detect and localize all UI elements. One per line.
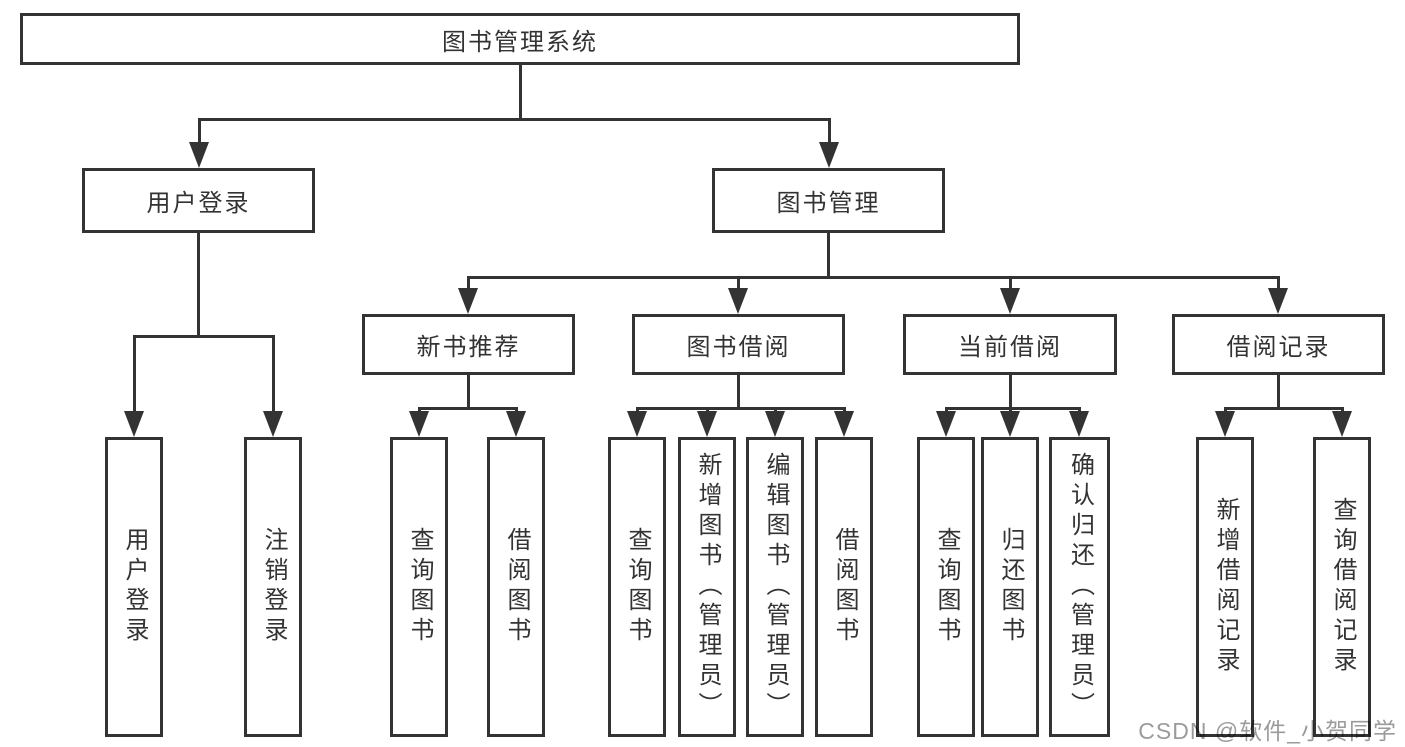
leaf-bb-edit-book: 编辑图书（管理员） bbox=[746, 437, 804, 737]
arrowhead-br-add bbox=[1215, 411, 1235, 437]
arrowhead-cb-return bbox=[1000, 411, 1020, 437]
arrowhead-cb-query bbox=[936, 411, 956, 437]
arrowhead-book-borrow bbox=[728, 288, 748, 314]
connector-user-login-stub bbox=[197, 231, 200, 338]
arrowhead-borrow-records bbox=[1268, 288, 1288, 314]
connector-drop-book-management bbox=[828, 118, 831, 144]
leaf-br-add-record: 新增借阅记录 bbox=[1196, 437, 1254, 737]
arrowhead-bb-edit bbox=[765, 411, 785, 437]
connector-root-stub bbox=[519, 63, 522, 121]
node-current-borrow-label: 当前借阅 bbox=[958, 334, 1062, 361]
leaf-logout-label: 注销登录 bbox=[260, 527, 287, 647]
connector-borrow-records-stub bbox=[1277, 372, 1280, 409]
arrowhead-br-query bbox=[1332, 411, 1352, 437]
connector-new-book-recommend-stub bbox=[467, 372, 470, 409]
connector-drop-current-borrow bbox=[1009, 276, 1012, 290]
node-book-management-label: 图书管理 bbox=[776, 190, 881, 217]
leaf-nr-borrow-book: 借阅图书 bbox=[487, 437, 545, 737]
connector-current-borrow-stub bbox=[1009, 372, 1012, 409]
connector-drop-user-login bbox=[198, 118, 201, 144]
arrowhead-cb-confirm bbox=[1069, 411, 1089, 437]
leaf-bb-query-book-label: 查询图书 bbox=[624, 527, 651, 647]
leaf-cb-query-book: 查询图书 bbox=[917, 437, 975, 737]
leaf-bb-edit-book-label: 编辑图书（管理员） bbox=[762, 452, 789, 722]
arrowhead-current-borrow bbox=[1000, 288, 1020, 314]
leaf-nr-query-book: 查询图书 bbox=[390, 437, 448, 737]
arrowhead-nr-borrow bbox=[506, 411, 526, 437]
leaf-bb-query-book: 查询图书 bbox=[608, 437, 666, 737]
connector-drop-leaf-login bbox=[133, 335, 136, 413]
arrowhead-user-login bbox=[189, 142, 209, 168]
node-new-book-recommend-label: 新书推荐 bbox=[416, 334, 521, 361]
connector-drop-borrow-records bbox=[1277, 276, 1280, 290]
leaf-br-query-record-label: 查询借阅记录 bbox=[1329, 497, 1356, 677]
node-root: 图书管理系统 bbox=[20, 13, 1020, 65]
leaf-bb-borrow-book: 借阅图书 bbox=[815, 437, 873, 737]
leaf-logout: 注销登录 bbox=[244, 437, 302, 737]
leaf-nr-borrow-book-label: 借阅图书 bbox=[503, 527, 530, 647]
leaf-br-query-record: 查询借阅记录 bbox=[1313, 437, 1371, 737]
arrowhead-bb-add bbox=[697, 411, 717, 437]
node-borrow-records: 借阅记录 bbox=[1172, 314, 1385, 375]
node-book-borrow-label: 图书借阅 bbox=[686, 334, 791, 361]
arrowhead-bb-query bbox=[627, 411, 647, 437]
connector-drop-book-borrow bbox=[737, 276, 740, 290]
arrowhead-bb-borrow bbox=[834, 411, 854, 437]
leaf-cb-return-book: 归还图书 bbox=[981, 437, 1039, 737]
leaf-bb-add-book-label: 新增图书（管理员） bbox=[694, 452, 721, 722]
leaf-user-login-label: 用户登录 bbox=[121, 527, 148, 647]
connector-book-management-stub bbox=[827, 231, 830, 278]
connector-user-login-bus bbox=[133, 335, 275, 338]
arrowhead-book-management bbox=[819, 142, 839, 168]
leaf-user-login: 用户登录 bbox=[105, 437, 163, 737]
leaf-br-add-record-label: 新增借阅记录 bbox=[1212, 497, 1239, 677]
connector-drop-leaf-logout bbox=[272, 335, 275, 413]
connector-drop-new-book-recommend bbox=[467, 276, 470, 290]
connector-nr-bus bbox=[418, 407, 518, 410]
connector-level2-bus bbox=[198, 118, 831, 121]
connector-bb-bus bbox=[636, 407, 846, 410]
node-book-management: 图书管理 bbox=[712, 168, 945, 233]
node-user-login: 用户登录 bbox=[82, 168, 315, 233]
csdn-watermark: CSDN @软件_小贺同学 bbox=[1138, 718, 1397, 744]
leaf-cb-confirm-return: 确认归还（管理员） bbox=[1049, 437, 1110, 737]
arrowhead-new-book-recommend bbox=[458, 288, 478, 314]
node-current-borrow: 当前借阅 bbox=[903, 314, 1117, 375]
leaf-bb-add-book: 新增图书（管理员） bbox=[678, 437, 736, 737]
leaf-nr-query-book-label: 查询图书 bbox=[406, 527, 433, 647]
node-root-label: 图书管理系统 bbox=[442, 28, 598, 56]
leaf-cb-confirm-return-label: 确认归还（管理员） bbox=[1066, 452, 1094, 722]
connector-level3-bus bbox=[467, 276, 1280, 279]
connector-cb-bus bbox=[945, 407, 1081, 410]
connector-book-borrow-stub bbox=[737, 372, 740, 409]
node-borrow-records-label: 借阅记录 bbox=[1226, 334, 1331, 361]
leaf-cb-query-book-label: 查询图书 bbox=[933, 527, 960, 647]
node-user-login-label: 用户登录 bbox=[146, 190, 251, 217]
arrowhead-nr-query bbox=[409, 411, 429, 437]
leaf-cb-return-book-label: 归还图书 bbox=[997, 527, 1024, 647]
node-new-book-recommend: 新书推荐 bbox=[362, 314, 575, 375]
connector-br-bus bbox=[1224, 407, 1344, 410]
leaf-bb-borrow-book-label: 借阅图书 bbox=[831, 527, 858, 647]
arrowhead-leaf-login bbox=[124, 411, 144, 437]
node-book-borrow: 图书借阅 bbox=[632, 314, 845, 375]
arrowhead-leaf-logout bbox=[263, 411, 283, 437]
